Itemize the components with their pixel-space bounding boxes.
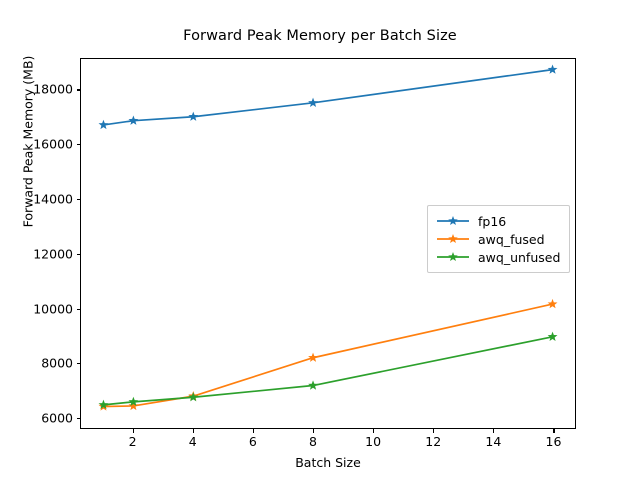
series-line xyxy=(103,335,553,406)
data-point-marker xyxy=(98,399,109,410)
series-awq_fused xyxy=(98,298,558,411)
y-axis-label: Forward Peak Memory (MB) xyxy=(20,55,36,228)
y-axis-tick-mark xyxy=(76,253,80,255)
data-point-marker xyxy=(128,396,139,407)
legend-label: fp16 xyxy=(478,213,507,229)
x-axis-tick-label: 10 xyxy=(365,434,382,449)
x-axis-tick-label: 16 xyxy=(545,434,562,449)
x-axis-tick-label: 8 xyxy=(308,434,317,449)
x-axis-tick-mark xyxy=(493,429,495,433)
y-axis-tick-label: 14000 xyxy=(33,191,73,207)
x-axis-tick-mark xyxy=(192,429,194,433)
legend-item-awq_unfused[interactable]: awq_unfused xyxy=(436,248,560,266)
y-axis-tick-label: 6000 xyxy=(41,410,73,426)
y-axis-tick-mark xyxy=(76,89,80,91)
legend-swatch xyxy=(437,252,469,262)
x-axis-tick-mark xyxy=(252,429,254,433)
x-axis-tick-label: 14 xyxy=(485,434,502,449)
series-fp16 xyxy=(98,64,558,130)
plot-area xyxy=(80,58,576,429)
data-point-marker xyxy=(128,115,139,125)
chart-legend: fp16 awq_fused awq_unfused xyxy=(427,205,571,273)
data-point-marker xyxy=(188,392,199,402)
x-axis-tick-label: 4 xyxy=(188,434,197,449)
data-point-marker xyxy=(547,298,558,309)
legend-item-awq_fused[interactable]: awq_fused xyxy=(436,230,560,248)
data-point-marker xyxy=(98,119,109,130)
data-point-marker xyxy=(547,331,558,341)
chart-title: Forward Peak Memory per Batch Size xyxy=(183,28,457,44)
series-line xyxy=(103,303,553,408)
x-axis-tick-label: 2 xyxy=(128,434,137,449)
y-axis-tick-label: 12000 xyxy=(33,246,73,262)
legend-swatch xyxy=(437,234,469,244)
data-point-marker xyxy=(308,97,318,108)
y-axis-tick-label: 10000 xyxy=(33,301,73,317)
x-axis-label: Batch Size xyxy=(295,455,361,470)
x-axis-tick-label: 6 xyxy=(248,434,257,449)
y-axis-tick-label: 18000 xyxy=(33,81,73,97)
y-axis-tick-label: 16000 xyxy=(33,136,73,152)
data-point-marker xyxy=(547,64,558,74)
x-axis-tick-mark xyxy=(373,429,375,433)
series-line xyxy=(103,68,553,126)
y-axis-tick-mark xyxy=(76,418,80,420)
y-axis-tick-labels: 6000 8000 10000 12000 14000 16000 18000 xyxy=(0,0,73,480)
x-axis-tick-mark xyxy=(132,429,134,433)
x-axis-tick-mark xyxy=(312,429,315,433)
x-axis-tick-label: 12 xyxy=(425,434,442,449)
data-point-marker xyxy=(128,400,139,411)
y-axis-tick-label: 8000 xyxy=(41,355,73,371)
data-point-marker xyxy=(308,352,318,362)
y-axis-tick-mark xyxy=(76,199,80,201)
legend-swatch xyxy=(437,216,469,226)
data-point-marker xyxy=(188,111,199,121)
x-axis-tick-mark xyxy=(553,429,555,433)
legend-label: awq_fused xyxy=(478,231,545,247)
y-axis-tick-mark xyxy=(76,308,80,310)
y-axis-tick-mark xyxy=(76,144,80,146)
legend-label: awq_unfused xyxy=(478,249,561,265)
y-axis-tick-mark xyxy=(76,363,80,365)
legend-item-fp16[interactable]: fp16 xyxy=(436,212,560,230)
data-point-marker xyxy=(308,380,318,390)
x-axis-tick-mark xyxy=(433,429,435,433)
series-awq_unfused xyxy=(98,331,558,410)
series-canvas xyxy=(98,64,558,411)
